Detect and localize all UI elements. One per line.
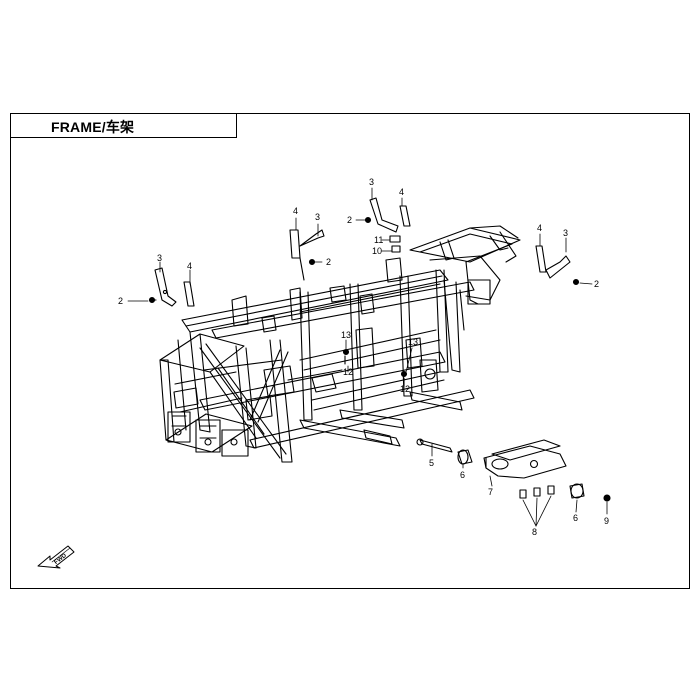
callout-9: 9 [604, 516, 609, 526]
callout-labels: 3 4 2 4 3 2 3 4 2 11 10 4 3 2 13 13 12 1… [118, 177, 609, 537]
diagram-border [10, 113, 690, 589]
page-title: FRAME/车架 [51, 119, 135, 135]
pivot-parts-lower [416, 438, 611, 502]
main-frame [159, 225, 521, 463]
callout-2: 2 [118, 296, 123, 306]
callout-7: 7 [488, 487, 493, 497]
callout-4: 4 [537, 223, 542, 233]
callout-4: 4 [399, 187, 404, 197]
bracket-upper-mid [364, 197, 411, 253]
callout-2: 2 [594, 279, 599, 289]
callout-6: 6 [460, 470, 465, 480]
callout-11: 11 [374, 235, 383, 245]
callout-3: 3 [157, 253, 162, 263]
leader-lines [127, 187, 608, 527]
bracket-mid-left [289, 229, 325, 281]
bracket-left-front [148, 267, 195, 307]
fwd-arrow-icon: FWD [37, 545, 75, 569]
callout-6: 6 [573, 513, 578, 523]
callout-2: 2 [347, 215, 352, 225]
callout-4: 4 [293, 206, 298, 216]
callout-10: 10 [372, 246, 382, 256]
callout-2: 2 [326, 257, 331, 267]
bracket-rear-right [535, 245, 580, 286]
callout-3: 3 [563, 228, 568, 238]
callout-13: 13 [408, 337, 418, 347]
callout-12: 12 [343, 367, 353, 377]
callout-5: 5 [429, 458, 434, 468]
callout-8: 8 [532, 527, 537, 537]
callout-4: 4 [187, 261, 192, 271]
callout-3: 3 [315, 212, 320, 222]
title-box [10, 113, 237, 138]
callout-12: 12 [400, 384, 410, 394]
callout-3: 3 [369, 177, 374, 187]
callout-13: 13 [341, 330, 351, 340]
